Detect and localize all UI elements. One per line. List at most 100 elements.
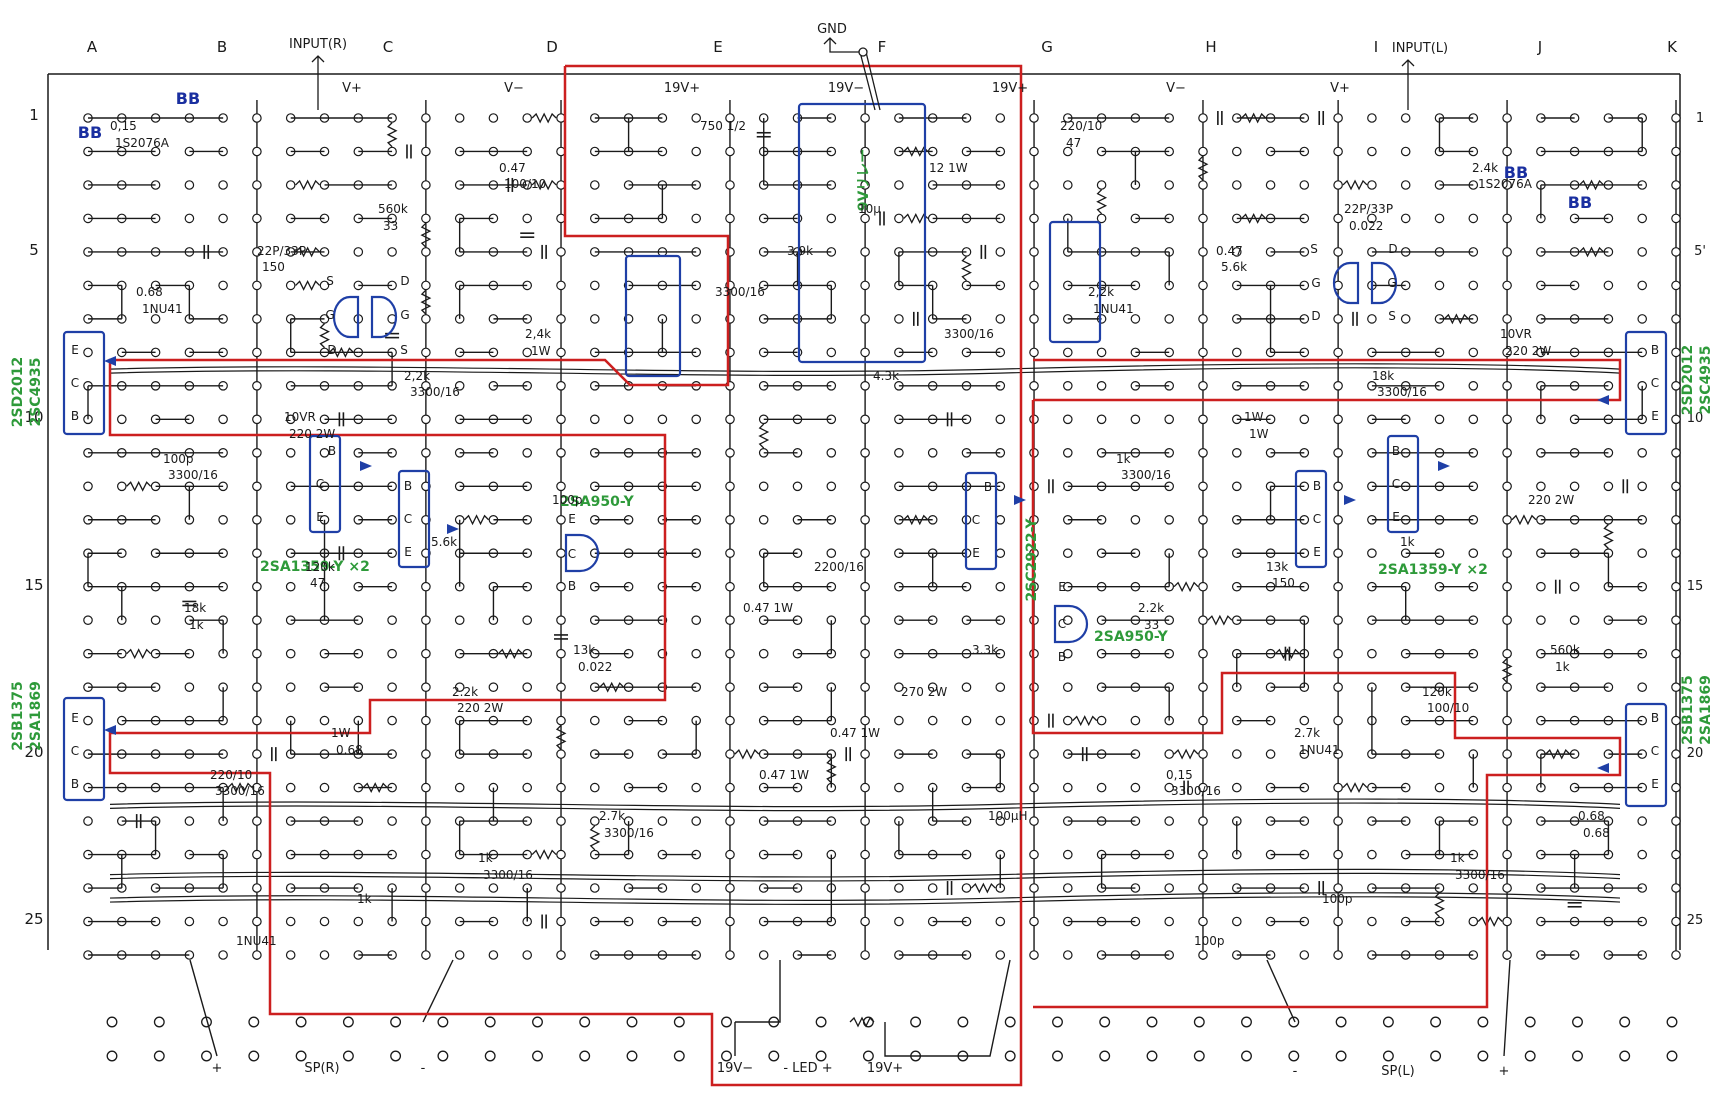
board-hole bbox=[1063, 883, 1073, 893]
board-hole bbox=[1367, 648, 1377, 659]
board-hole bbox=[725, 615, 735, 625]
terminal-hole bbox=[1052, 1016, 1063, 1028]
pin-b-dual-r2: B bbox=[1392, 444, 1400, 458]
component-value-label: 560k bbox=[1550, 643, 1580, 657]
board-hole bbox=[860, 883, 870, 893]
label-2sd2012-left: 2SD2012 bbox=[10, 357, 26, 427]
board-hole bbox=[1333, 414, 1343, 425]
board-hole bbox=[1502, 447, 1512, 458]
terminal-hole bbox=[1572, 1016, 1583, 1028]
board-hole bbox=[285, 950, 296, 960]
terminal-hole bbox=[579, 1016, 591, 1028]
resistor-symbol bbox=[126, 480, 152, 492]
component-value-label: 220 2W bbox=[289, 427, 335, 441]
board-hole bbox=[894, 447, 904, 458]
board-hole bbox=[1232, 146, 1242, 157]
board-hole bbox=[894, 180, 904, 190]
terminal-hole bbox=[295, 1050, 307, 1062]
board-hole bbox=[860, 180, 870, 190]
board-hole bbox=[421, 749, 431, 759]
left-upper-transistor-box bbox=[62, 330, 106, 436]
column-label-g: G bbox=[1041, 38, 1053, 56]
pin-c-to92-right: C bbox=[1058, 617, 1066, 631]
board-hole bbox=[1198, 481, 1208, 492]
board-hole bbox=[117, 414, 127, 425]
board-hole bbox=[1333, 113, 1343, 123]
terminal-hole bbox=[1241, 1050, 1252, 1062]
board-hole bbox=[421, 347, 431, 358]
row-label-5: 5 bbox=[29, 241, 39, 259]
component-value-label: 3300/16 bbox=[410, 385, 460, 399]
board-hole bbox=[421, 213, 431, 224]
arrow-dual-l1 bbox=[360, 461, 372, 471]
board-hole bbox=[1029, 146, 1039, 157]
board-hole bbox=[1299, 414, 1310, 425]
board-hole bbox=[522, 615, 532, 625]
board-hole bbox=[995, 548, 1006, 558]
resistor-symbol bbox=[555, 724, 567, 750]
board-hole bbox=[1198, 682, 1208, 692]
terminal-hole bbox=[484, 1050, 496, 1062]
board-hole bbox=[691, 113, 701, 123]
terminal-hole bbox=[532, 1050, 543, 1062]
terminal-hole bbox=[1193, 1016, 1205, 1028]
sp-l-label: SP(L) bbox=[1381, 1064, 1414, 1079]
board-hole bbox=[1637, 314, 1647, 324]
resistor-symbol bbox=[849, 1016, 875, 1028]
board-hole bbox=[860, 247, 870, 257]
board-hole bbox=[1198, 615, 1208, 625]
board-hole bbox=[1637, 682, 1647, 692]
row-label-r-10: 10 bbox=[1687, 411, 1704, 426]
board-hole bbox=[1468, 548, 1479, 558]
board-hole bbox=[1333, 715, 1343, 726]
resistor-symbol bbox=[1274, 648, 1300, 660]
pin-c-to92-left: C bbox=[568, 547, 576, 561]
component-value-label: 33 bbox=[383, 219, 398, 233]
resistor-symbol bbox=[1501, 657, 1513, 683]
board-hole bbox=[218, 280, 228, 291]
board-hole bbox=[758, 481, 769, 492]
component-value-label: 100p bbox=[1322, 892, 1353, 906]
board-hole bbox=[1502, 581, 1512, 592]
board-hole bbox=[1671, 715, 1681, 726]
component-value-label: 2,2k bbox=[404, 369, 430, 383]
relay-box bbox=[797, 102, 927, 364]
pin-c-center: C bbox=[972, 513, 980, 527]
component-value-label: 33 bbox=[1144, 618, 1159, 632]
component-value-label: 1W bbox=[1244, 410, 1264, 424]
board-hole bbox=[1198, 749, 1208, 759]
terminal-hole bbox=[1382, 1050, 1394, 1062]
board-hole bbox=[1164, 414, 1174, 425]
bus-trace bbox=[109, 896, 1621, 905]
board-hole bbox=[285, 447, 296, 458]
resistor-symbol bbox=[464, 514, 490, 526]
board-hole bbox=[691, 146, 701, 157]
terminal-hole bbox=[626, 1050, 638, 1062]
board-hole bbox=[1603, 481, 1614, 492]
board-hole bbox=[1029, 916, 1039, 927]
pin-g-right-1: G bbox=[1311, 276, 1320, 290]
right-lower-transistor-box bbox=[1624, 702, 1668, 808]
board-hole bbox=[1029, 180, 1039, 190]
rail-label-vminus-left: V− bbox=[504, 81, 524, 96]
resistor-symbol bbox=[1602, 524, 1614, 549]
board-hole bbox=[252, 548, 262, 558]
board-hole bbox=[421, 146, 431, 157]
board-hole bbox=[421, 682, 431, 692]
row-label-15: 15 bbox=[24, 576, 43, 594]
center-transistor-box bbox=[964, 471, 998, 571]
blue-part-boxes bbox=[62, 102, 1668, 808]
board-hole bbox=[1164, 883, 1174, 893]
terminal-hole bbox=[484, 1016, 496, 1028]
board-hole bbox=[1569, 615, 1580, 625]
board-hole bbox=[252, 414, 262, 425]
board-hole bbox=[1671, 380, 1681, 391]
component-value-label: 2,2k bbox=[1088, 285, 1114, 299]
board-hole bbox=[1198, 247, 1208, 257]
power-lead bbox=[734, 960, 781, 1056]
gnd-label: GND bbox=[817, 22, 847, 37]
terminal-hole bbox=[1052, 1050, 1063, 1062]
board-hole bbox=[556, 280, 566, 291]
component-value-label: 100p bbox=[163, 452, 194, 466]
component-value-label: 1S2076A bbox=[115, 136, 170, 150]
